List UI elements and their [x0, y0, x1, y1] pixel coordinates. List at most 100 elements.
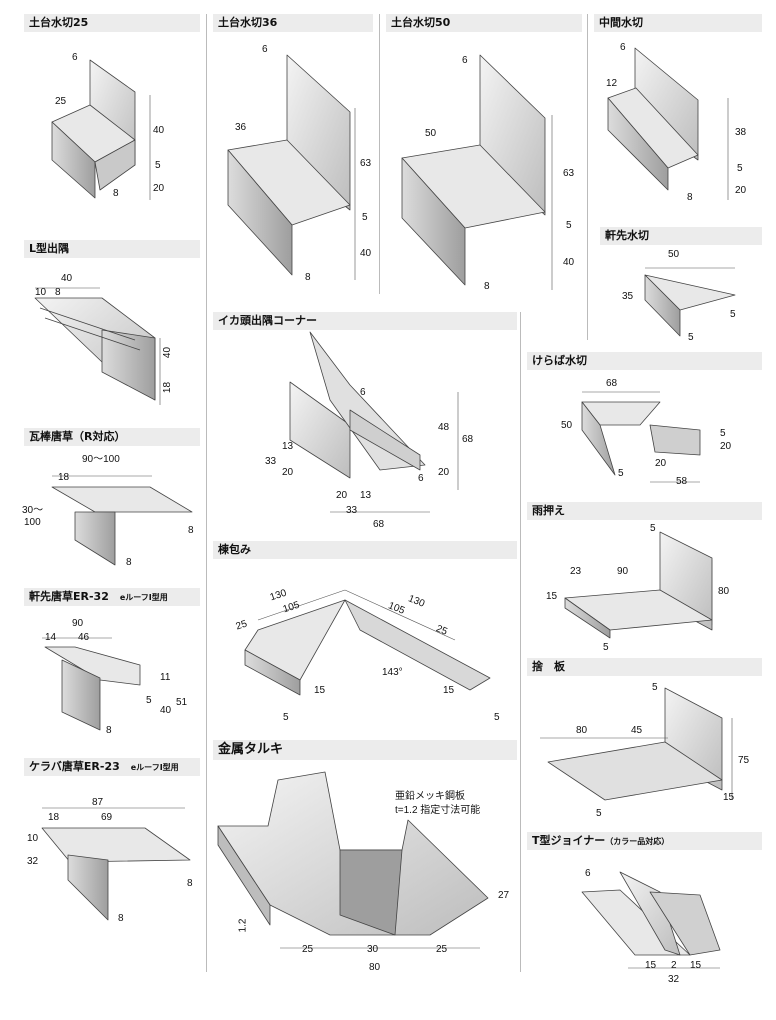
dimension-label: 35	[622, 291, 634, 302]
dimension-label: 5	[494, 712, 500, 723]
dimension-label: 32	[27, 856, 39, 867]
dimension-label: 90〜100	[82, 454, 120, 465]
dimension-label: 13	[360, 490, 372, 501]
dimension-label: 20	[655, 458, 667, 469]
dimension-label: 30	[367, 944, 379, 955]
drawing-l-deshumi	[34, 297, 156, 401]
dimension-label: 5	[652, 682, 658, 693]
drawing-dodai-36	[227, 54, 351, 276]
dimension-label: 50	[561, 420, 573, 431]
dimension-label: 20	[153, 183, 165, 194]
section-title: T型ジョイナー（カラー品対応）	[527, 832, 762, 850]
dimension-label: 63	[360, 158, 372, 169]
dimension-label: 40	[153, 125, 165, 136]
drawing-taruki	[217, 771, 489, 936]
dimension-label: 5	[720, 428, 726, 439]
dimension-label: 90	[72, 618, 84, 629]
dimension-label: 8	[687, 192, 693, 203]
dimension-label: 11	[160, 672, 171, 683]
dimension-label: 5	[362, 212, 368, 223]
dimension-label: 36	[235, 122, 247, 133]
dimension-label: 38	[735, 127, 747, 138]
drawing-keraba	[581, 401, 701, 476]
dimension-label: 58	[676, 476, 688, 487]
dimension-label: 6	[585, 868, 591, 879]
dimension-label: 25	[436, 944, 448, 955]
section-title: L型出隅	[24, 240, 200, 258]
column-divider	[587, 14, 588, 340]
dimension-label: 15	[645, 960, 657, 971]
section-title: けらば水切	[527, 352, 762, 370]
section-title: 軒先水切	[600, 227, 762, 245]
dimension-label: 25	[55, 96, 67, 107]
dimension-label: 10	[35, 287, 47, 298]
dimension-label: 10	[27, 833, 39, 844]
section-title: 土台水切25	[24, 14, 200, 32]
dimension-label: 40	[61, 273, 73, 284]
dimension-label: 6	[462, 55, 468, 66]
section-title: イカ頭出隅コーナー	[213, 312, 517, 330]
dimension-label: 8	[484, 281, 490, 292]
drawing-dodai-25	[51, 59, 136, 199]
dimension-label: 80	[576, 725, 588, 736]
dimension-label: 2	[671, 960, 677, 971]
section-title: ケラバ唐草ER-23 eルーフI型用	[24, 758, 200, 776]
dimension-label: 68	[373, 519, 385, 530]
dimension-label: 30〜	[22, 505, 44, 516]
dimension-label: 8	[305, 272, 311, 283]
drawing-chukan	[607, 47, 699, 191]
dimension-label: 12	[606, 78, 618, 89]
dimension-label: 63	[563, 168, 575, 179]
dimension-label: 75	[738, 755, 750, 766]
dimension-label: 6	[620, 42, 626, 53]
dimension-label: 68	[462, 434, 474, 445]
section-title: 雨押え	[527, 502, 762, 520]
dimension-label: 51	[176, 697, 188, 708]
drawing-munetsutsumi	[244, 599, 491, 696]
dimension-label: 5	[737, 163, 743, 174]
dimension-label: 6	[72, 52, 78, 63]
column-divider	[206, 14, 207, 972]
column-divider	[379, 14, 380, 294]
section-title: 土台水切50	[386, 14, 582, 32]
section-title: 軒先唐草ER-32 eルーフI型用	[24, 588, 200, 606]
dimension-label: 20	[720, 441, 732, 452]
dimension-label: 80	[718, 586, 730, 597]
dimension-label: 45	[631, 725, 643, 736]
dimension-label: 23	[570, 566, 582, 577]
dimension-label: 5	[283, 712, 289, 723]
dimension-label: 5	[603, 642, 609, 653]
dimension-label: 14	[45, 632, 57, 643]
dimension-label: 5	[146, 695, 152, 706]
dimension-label: 48	[438, 422, 450, 433]
dimension-label: 80	[369, 962, 381, 973]
section-title: 中間水切	[594, 14, 762, 32]
dimension-label: 27	[498, 890, 510, 901]
dimension-label: 5	[618, 468, 624, 479]
dimension-label: 40	[162, 346, 174, 359]
dimension-label: 5	[650, 523, 656, 534]
dimension-label: 8	[126, 557, 132, 568]
dimension-label: 18	[58, 472, 70, 483]
dimension-label: 143°	[382, 667, 403, 678]
section-title: 捨 板	[527, 658, 762, 676]
dimension-label: 5	[596, 808, 602, 819]
dimension-label: 8	[188, 525, 194, 536]
dimension-label: 8	[106, 725, 112, 736]
dimension-label: 5	[688, 332, 694, 343]
column-divider	[520, 312, 521, 972]
dimension-label: 15	[546, 591, 558, 602]
drawing-t-joiner	[581, 871, 721, 956]
dimension-label: 15	[314, 685, 326, 696]
section-title: 棟包み	[213, 541, 517, 559]
dimension-label: 18	[162, 381, 174, 394]
dimension-label: 87	[92, 797, 104, 808]
dimension-label: 20	[282, 467, 294, 478]
drawing-er32	[44, 646, 141, 731]
dimension-label: 6	[262, 44, 268, 55]
dimension-label: 15	[723, 792, 735, 803]
drawing-amaoshi	[564, 531, 713, 639]
dimension-label: 46	[78, 632, 90, 643]
dimension-label: 100	[24, 517, 41, 528]
section-title: 瓦棒唐草（R対応）	[24, 428, 200, 446]
